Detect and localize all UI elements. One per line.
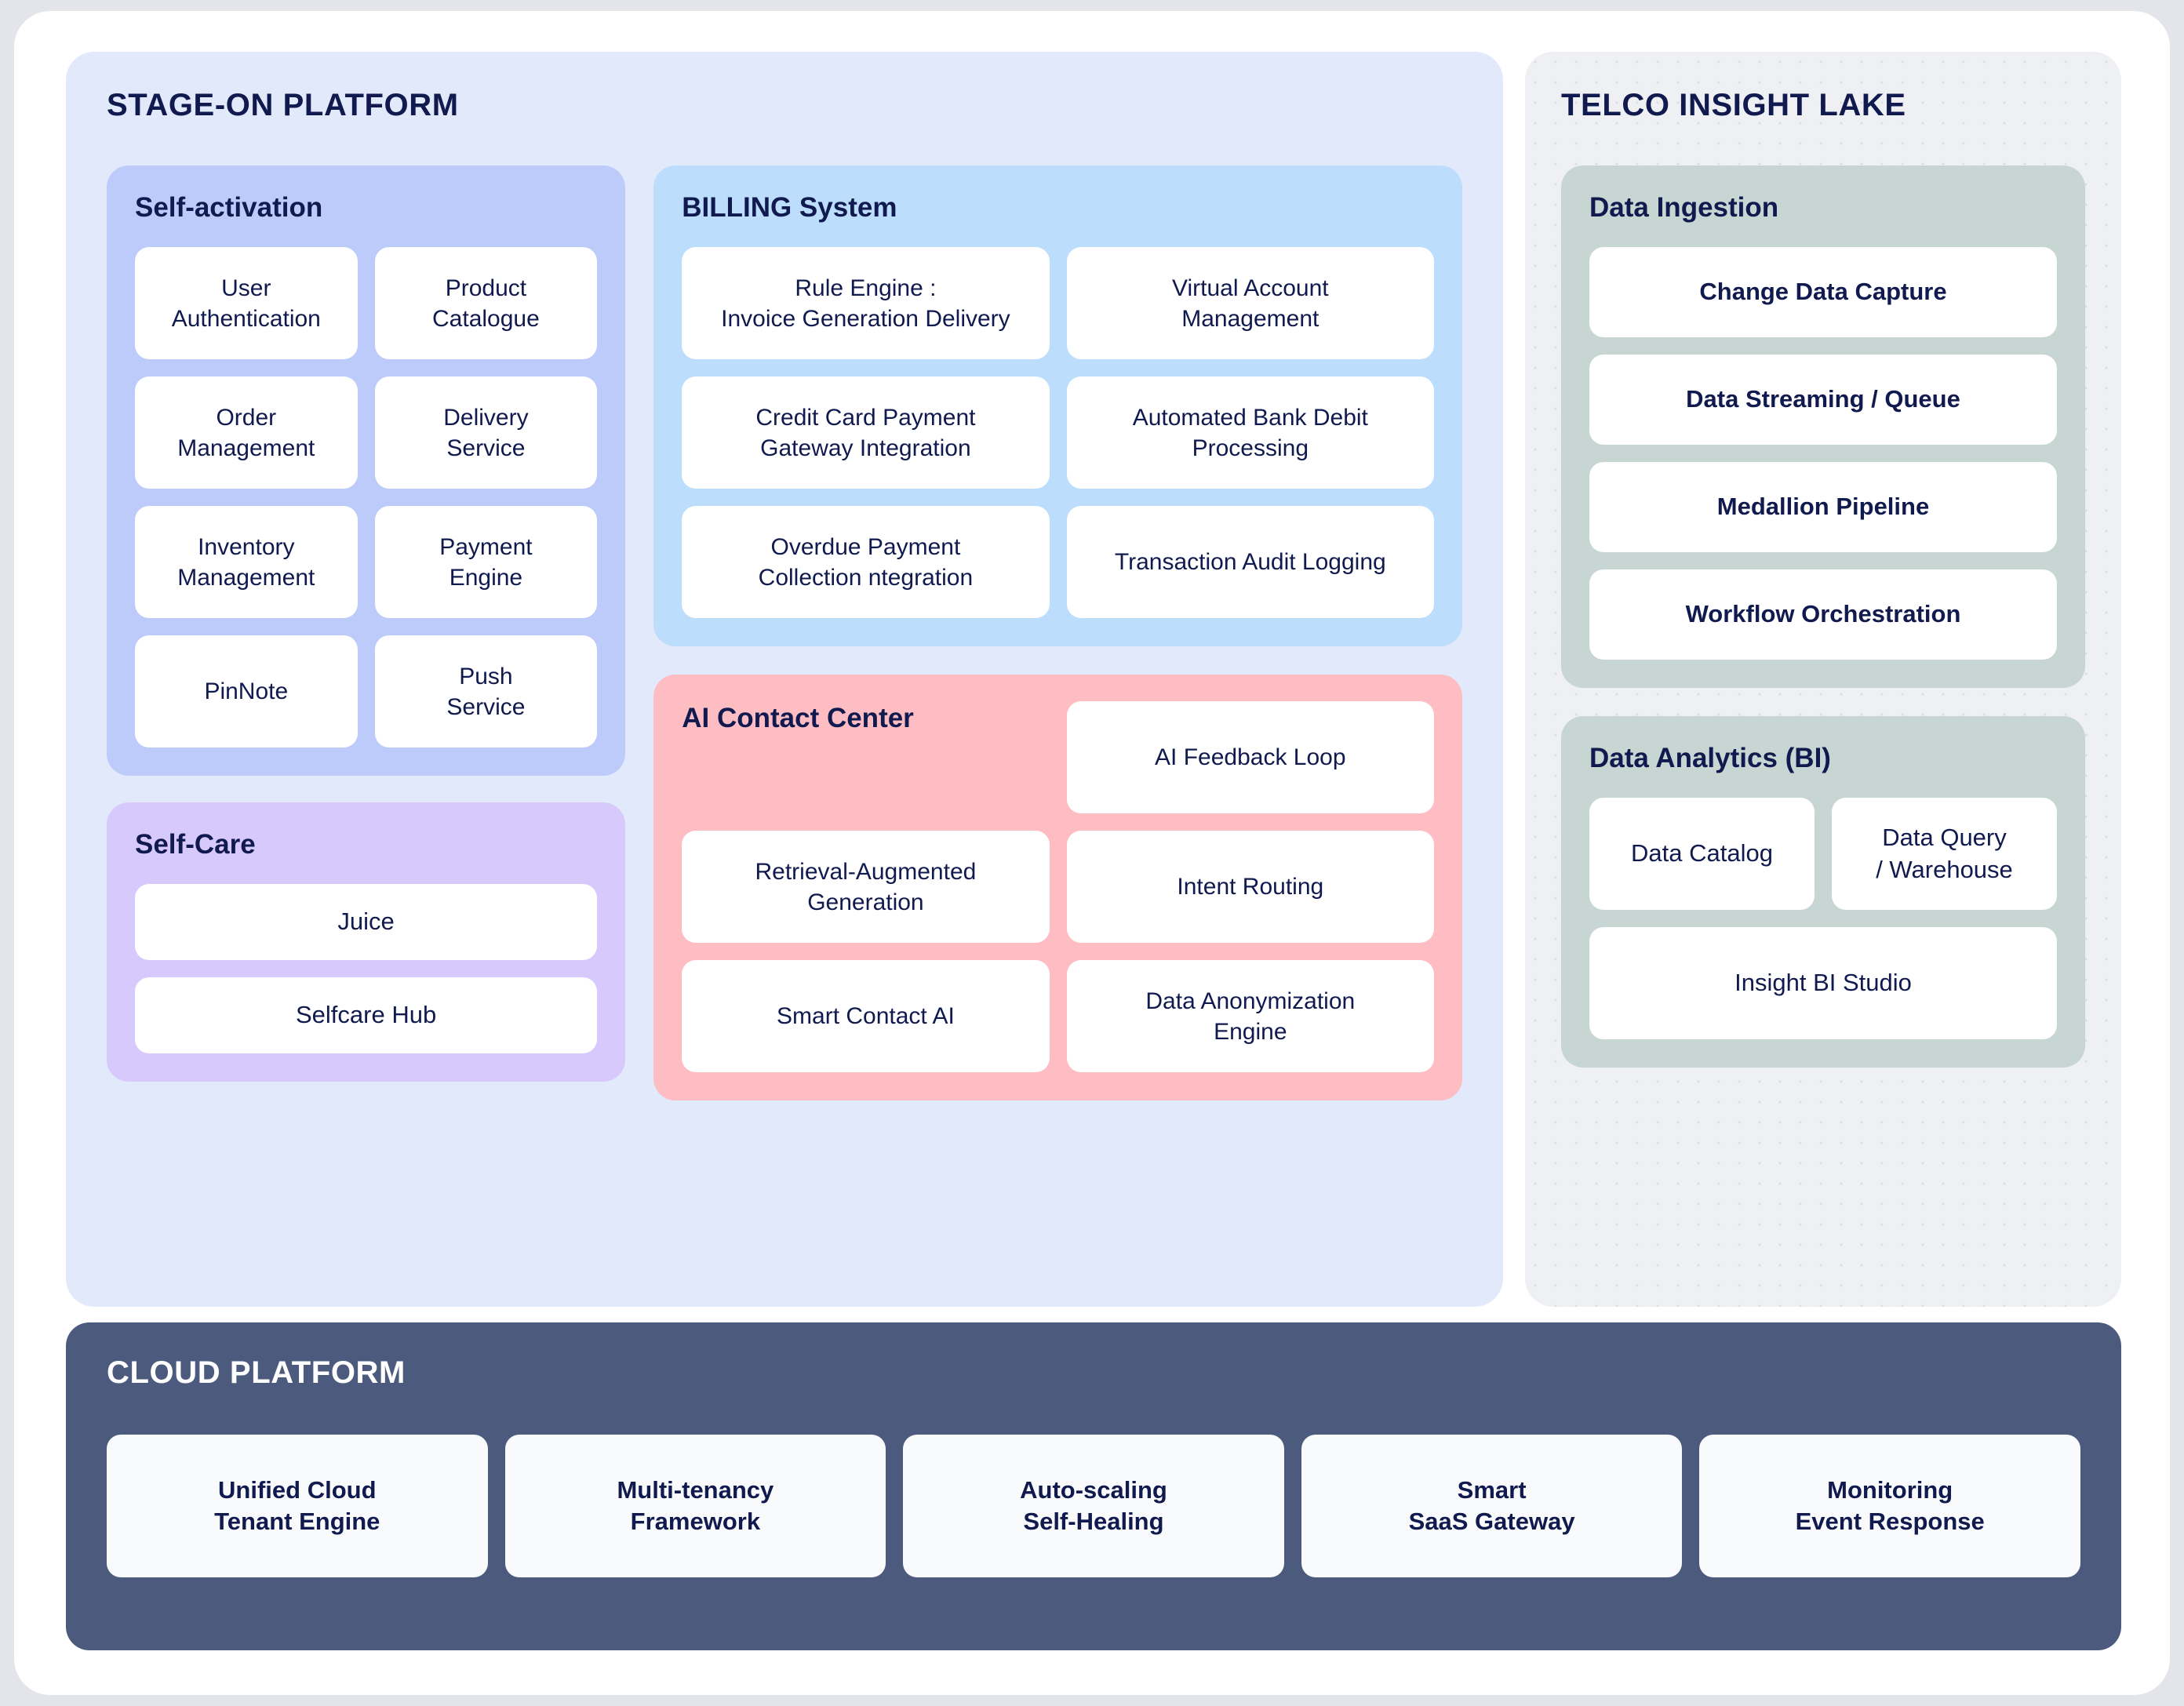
card-inventory-management[interactable]: Inventory Management	[135, 506, 358, 618]
data-ingestion-title: Data Ingestion	[1589, 192, 1779, 223]
stage-on-platform-body: Self-activation User Authentication Prod…	[107, 166, 1462, 1100]
telco-insight-lake-panel: TELCO INSIGHT LAKE Data Ingestion Change…	[1525, 52, 2121, 1307]
card-data-query-warehouse[interactable]: Data Query / Warehouse	[1832, 798, 2057, 910]
billing-system-title: BILLING System	[682, 192, 897, 223]
architecture-diagram: STAGE-ON PLATFORM Self-activation User A…	[14, 11, 2170, 1695]
data-analytics-grid: Data Catalog Data Query / Warehouse	[1589, 798, 2057, 910]
card-pinnote[interactable]: PinNote	[135, 635, 358, 748]
card-data-streaming-queue[interactable]: Data Streaming / Queue	[1589, 355, 2057, 445]
stage-on-platform-title: STAGE-ON PLATFORM	[107, 88, 459, 122]
card-workflow-orchestration[interactable]: Workflow Orchestration	[1589, 569, 2057, 660]
billing-system-group: BILLING System Rule Engine : Invoice Gen…	[653, 166, 1462, 646]
card-delivery-service[interactable]: Delivery Service	[374, 376, 598, 489]
card-overdue-payment-collection[interactable]: Overdue Payment Collection ntegration	[682, 506, 1050, 618]
data-ingestion-group: Data Ingestion Change Data Capture Data …	[1561, 166, 2085, 688]
cloud-platform-grid: Unified Cloud Tenant Engine Multi-tenanc…	[107, 1435, 2080, 1577]
card-automated-bank-debit[interactable]: Automated Bank Debit Processing	[1066, 376, 1434, 489]
card-rule-engine[interactable]: Rule Engine : Invoice Generation Deliver…	[682, 247, 1050, 359]
card-intent-routing[interactable]: Intent Routing	[1066, 831, 1434, 943]
self-care-list: Juice Selfcare Hub	[135, 884, 598, 1053]
card-unified-cloud-tenant-engine[interactable]: Unified Cloud Tenant Engine	[107, 1435, 488, 1577]
card-monitoring-event-response[interactable]: Monitoring Event Response	[1699, 1435, 2080, 1577]
card-order-management[interactable]: Order Management	[135, 376, 358, 489]
data-analytics-wide-row: Insight BI Studio	[1589, 927, 2057, 1039]
card-virtual-account-management[interactable]: Virtual Account Management	[1066, 247, 1434, 359]
card-auto-scaling-self-healing[interactable]: Auto-scaling Self-Healing	[903, 1435, 1284, 1577]
card-multi-tenancy-framework[interactable]: Multi-tenancy Framework	[504, 1435, 886, 1577]
card-insight-bi-studio[interactable]: Insight BI Studio	[1589, 927, 2057, 1039]
card-selfcare-hub[interactable]: Selfcare Hub	[135, 977, 598, 1053]
card-user-authentication[interactable]: User Authentication	[135, 247, 358, 359]
self-care-title: Self-Care	[135, 829, 256, 860]
card-credit-card-payment-gateway[interactable]: Credit Card Payment Gateway Integration	[682, 376, 1050, 489]
ai-contact-center-group: AI Contact Center AI Feedback Loop Retri…	[653, 675, 1462, 1100]
data-ingestion-list: Change Data Capture Data Streaming / Que…	[1589, 247, 2057, 660]
card-data-catalog[interactable]: Data Catalog	[1589, 798, 1815, 910]
card-ai-feedback-loop[interactable]: AI Feedback Loop	[1066, 701, 1434, 813]
card-juice[interactable]: Juice	[135, 884, 598, 960]
telco-insight-lake-title: TELCO INSIGHT LAKE	[1561, 88, 1906, 122]
card-smart-contact-ai[interactable]: Smart Contact AI	[682, 960, 1050, 1072]
stage-right-column: BILLING System Rule Engine : Invoice Gen…	[653, 166, 1462, 1100]
card-payment-engine[interactable]: Payment Engine	[374, 506, 598, 618]
top-row: STAGE-ON PLATFORM Self-activation User A…	[66, 52, 2121, 1307]
card-smart-saas-gateway[interactable]: Smart SaaS Gateway	[1301, 1435, 1683, 1577]
card-transaction-audit-logging[interactable]: Transaction Audit Logging	[1066, 506, 1434, 618]
data-analytics-title: Data Analytics (BI)	[1589, 743, 1831, 773]
card-retrieval-augmented-generation[interactable]: Retrieval-Augmented Generation	[682, 831, 1050, 943]
card-push-service[interactable]: Push Service	[374, 635, 598, 748]
billing-system-grid: Rule Engine : Invoice Generation Deliver…	[682, 247, 1434, 618]
ai-contact-center-title: AI Contact Center	[682, 703, 914, 733]
self-care-group: Self-Care Juice Selfcare Hub	[107, 802, 626, 1082]
self-activation-grid: User Authentication Product Catalogue Or…	[135, 247, 598, 748]
stage-on-platform-panel: STAGE-ON PLATFORM Self-activation User A…	[66, 52, 1503, 1307]
card-product-catalogue[interactable]: Product Catalogue	[374, 247, 598, 359]
ai-contact-center-grid: AI Contact Center AI Feedback Loop Retri…	[682, 701, 1434, 1072]
card-data-anonymization-engine[interactable]: Data Anonymization Engine	[1066, 960, 1434, 1072]
data-analytics-group: Data Analytics (BI) Data Catalog Data Qu…	[1561, 716, 2085, 1068]
telco-groups: Data Ingestion Change Data Capture Data …	[1561, 166, 2085, 1068]
self-activation-title: Self-activation	[135, 192, 323, 223]
cloud-platform-panel: CLOUD PLATFORM Unified Cloud Tenant Engi…	[66, 1322, 2121, 1650]
card-change-data-capture[interactable]: Change Data Capture	[1589, 247, 2057, 337]
stage-left-column: Self-activation User Authentication Prod…	[107, 166, 626, 1082]
self-activation-group: Self-activation User Authentication Prod…	[107, 166, 626, 776]
card-medallion-pipeline[interactable]: Medallion Pipeline	[1589, 462, 2057, 552]
cloud-platform-title: CLOUD PLATFORM	[107, 1355, 406, 1390]
